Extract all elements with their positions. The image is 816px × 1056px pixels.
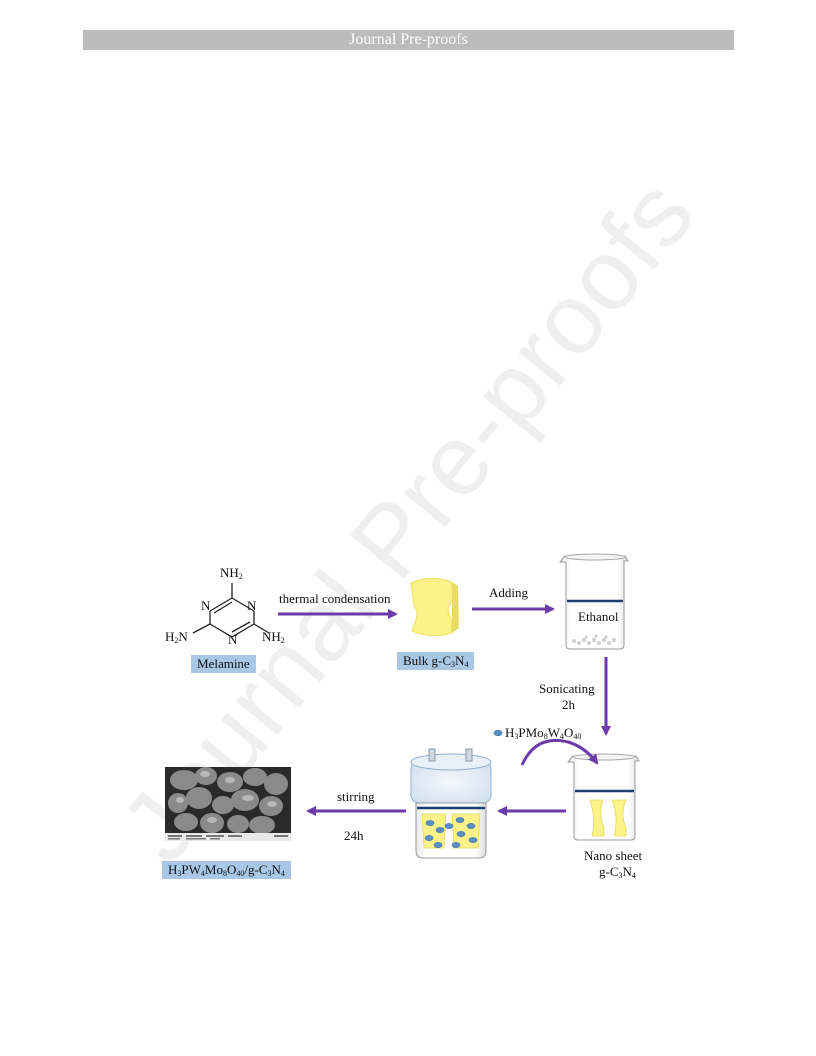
bulk-gc3n4-block — [410, 577, 459, 637]
sonicating-label: Sonicating — [539, 681, 595, 696]
nanosheet-formula: g-C3N4 — [599, 864, 636, 880]
melamine-nh2-right: NH2 — [262, 629, 285, 645]
melamine-n-right: N — [247, 598, 257, 613]
beaker-ethanol — [558, 553, 629, 650]
melamine-n-left: N — [201, 598, 211, 613]
nanosheet-label: Nano sheet — [584, 848, 643, 863]
melamine-structure — [192, 583, 270, 638]
journal-header-bar: Journal Pre-proofs — [83, 30, 734, 50]
stirring-label: stirring — [337, 789, 375, 804]
journal-header-title: Journal Pre-proofs — [349, 31, 468, 48]
reaction-vessel — [410, 748, 492, 859]
melamine-h2n-left: H2N — [165, 629, 188, 645]
arrow-addition-curve — [520, 738, 599, 766]
adding-label: Adding — [489, 585, 528, 600]
bulk-gc3n4-label: Bulk g-C3N4 — [397, 652, 475, 670]
thermal-condensation-label: thermal condensation — [279, 591, 391, 606]
melamine-label: Melamine — [191, 655, 256, 673]
additive-dot — [493, 729, 503, 737]
beaker-nanosheet — [566, 753, 640, 841]
stirring-time-label: 24h — [344, 828, 364, 843]
sem-image — [165, 767, 291, 841]
melamine-n-bottom: N — [228, 632, 238, 647]
additive-formula: H3PMo8W4O40 — [505, 725, 582, 741]
melamine-nh2-top: NH2 — [220, 565, 243, 581]
product-formula-label: H3PW4Mo8O40/g-C3N4 — [162, 861, 291, 879]
ethanol-label: Ethanol — [578, 609, 619, 624]
sonicating-time-label: 2h — [562, 697, 575, 712]
